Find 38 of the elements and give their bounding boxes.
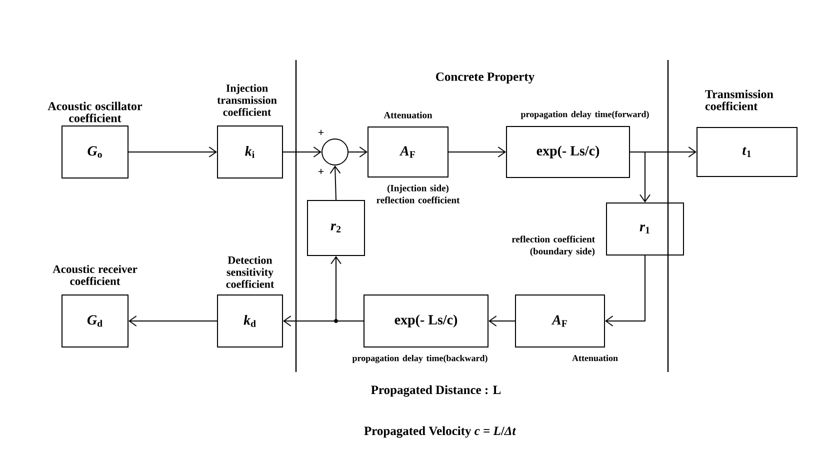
arrow [348, 146, 368, 158]
block-caption: Injection transmission coefficient [217, 84, 277, 116]
block-box: r$_{1}$ [606, 202, 684, 256]
label: Propagated Distance : L [371, 385, 501, 397]
label: + [318, 168, 324, 174]
label: Propagated Velocity c = L/Δt [364, 426, 516, 438]
arrow [330, 166, 341, 200]
arrow [330, 256, 364, 322]
arrow [448, 146, 506, 158]
block-box: t$_{1}$ [696, 127, 798, 177]
label: Concrete Property [436, 72, 534, 84]
block-box: exp(- Ls/c) [364, 294, 488, 348]
block-caption: propagation delay time(backward) [352, 354, 488, 364]
block-caption: reflection coefficient (boundary side) [512, 236, 595, 256]
arrow [282, 146, 322, 158]
block-box: k$_{i}$ [217, 126, 283, 178]
block-caption: Transmission coefficient [705, 90, 774, 110]
block-box: exp(- Ls/c) [506, 126, 630, 178]
block-caption: Attenuation [572, 354, 618, 362]
block-box: G$_{d}$ [62, 294, 128, 348]
block-box: G$_{o}$ [62, 126, 128, 178]
block-caption: Detection sensitivity coefficient [226, 256, 274, 288]
block-caption: Attenuation [384, 112, 432, 118]
block-caption: Acoustic receiver coefficient [52, 264, 138, 286]
block-box: A$_{F}$ [515, 294, 605, 348]
block-box: A$_{F}$ [368, 126, 448, 178]
block-caption: propagation delay time(forward) [520, 110, 649, 120]
arrow [128, 146, 218, 158]
label: + [318, 130, 324, 136]
arrow [630, 152, 650, 202]
summing-junction [322, 138, 348, 166]
arrow [605, 255, 646, 326]
arrow [128, 316, 218, 326]
arrow [488, 316, 516, 326]
block-caption: (Injection side) reflection coefficient [376, 184, 460, 204]
block-caption: Acoustic oscillator coefficient [48, 102, 142, 122]
block-box: r$_{2}$ [307, 200, 365, 256]
block-box: k$_{d}$ [217, 294, 283, 348]
